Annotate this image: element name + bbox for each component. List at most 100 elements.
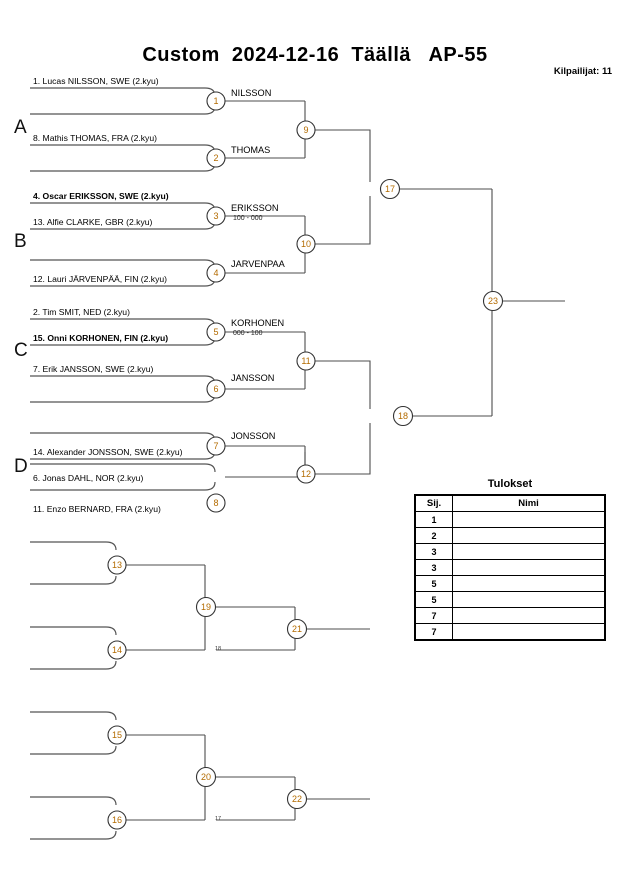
- match-number-5: 5: [213, 327, 218, 337]
- match-number-19: 19: [201, 602, 211, 612]
- results-col-place: Sij.: [414, 494, 453, 512]
- results-row[interactable]: 1: [414, 511, 606, 528]
- match-node-8: 8: [206, 493, 226, 513]
- match-score: 000 - 100: [233, 330, 263, 337]
- results-name[interactable]: [452, 623, 606, 641]
- entrant-label[interactable]: 1. Lucas NILSSON, SWE (2.kyu): [33, 76, 159, 86]
- match-number-15: 15: [112, 730, 122, 740]
- match-node-6: 6: [206, 379, 226, 399]
- match-node-21: 21: [286, 618, 308, 640]
- match-node-11: 11: [296, 351, 316, 371]
- match-node-4: 4: [206, 263, 226, 283]
- winner-label: ERIKSSON: [231, 203, 279, 213]
- match-node-18: 18: [392, 405, 414, 427]
- match-node-14: 14: [107, 640, 127, 660]
- match-number-20: 20: [201, 772, 211, 782]
- results-place: 5: [414, 591, 453, 608]
- results-row[interactable]: 3: [414, 543, 606, 560]
- match-number-6: 6: [213, 384, 218, 394]
- winner-label: KORHONEN: [231, 318, 285, 328]
- winner-label: JARVENPAA: [231, 259, 285, 269]
- match-number-11: 11: [301, 356, 310, 366]
- entrant-label[interactable]: 12. Lauri JÄRVENPÄÄ, FIN (2.kyu): [33, 274, 168, 284]
- match-number-1: 1: [213, 96, 218, 106]
- entrant-label[interactable]: 4. Oscar ERIKSSON, SWE (2.kyu): [33, 191, 169, 201]
- entrant-label[interactable]: 2. Tim SMIT, NED (2.kyu): [33, 307, 130, 317]
- results-row[interactable]: 5: [414, 575, 606, 592]
- entrant-label[interactable]: 13. Alfie CLARKE, GBR (2.kyu): [33, 217, 153, 227]
- results-name[interactable]: [452, 607, 606, 624]
- results-place: 3: [414, 559, 453, 576]
- repechage-feed-label-lower: 17: [215, 816, 222, 822]
- match-node-7: 7: [206, 436, 226, 456]
- entrant-label[interactable]: 15. Onni KORHONEN, FIN (2.kyu): [33, 333, 169, 343]
- match-node-13: 13: [107, 555, 127, 575]
- match-node-2: 2: [206, 148, 226, 168]
- results-place: 1: [414, 511, 453, 528]
- match-number-8: 8: [213, 498, 218, 508]
- results-row[interactable]: 7: [414, 623, 606, 641]
- match-number-23: 23: [488, 296, 498, 306]
- entrant-label[interactable]: 8. Mathis THOMAS, FRA (2.kyu): [33, 133, 158, 143]
- repechage-feed-label-upper: 18: [215, 646, 222, 652]
- match-node-16: 16: [107, 810, 127, 830]
- match-number-21: 21: [292, 624, 302, 634]
- match-number-7: 7: [213, 441, 218, 451]
- match-node-15: 15: [107, 725, 127, 745]
- entrant-label[interactable]: 6. Jonas DAHL, NOR (2.kyu): [33, 473, 144, 483]
- results-name[interactable]: [452, 527, 606, 544]
- match-number-22: 22: [292, 794, 302, 804]
- results-place: 7: [414, 607, 453, 624]
- match-number-17: 17: [385, 184, 395, 194]
- entrant-label[interactable]: 11. Enzo BERNARD, FRA (2.kyu): [33, 504, 161, 514]
- match-node-9: 9: [296, 120, 316, 140]
- results-row[interactable]: 7: [414, 607, 606, 624]
- results-place: 7: [414, 623, 453, 641]
- results-row[interactable]: 5: [414, 591, 606, 608]
- results-place: 3: [414, 543, 453, 560]
- group-label-d: D: [14, 456, 28, 477]
- match-node-1: 1: [206, 91, 226, 111]
- results-place: 5: [414, 575, 453, 592]
- results-name[interactable]: [452, 575, 606, 592]
- match-number-4: 4: [213, 268, 218, 278]
- match-number-12: 12: [301, 469, 311, 479]
- winner-label: JONSSON: [231, 431, 276, 441]
- match-number-3: 3: [213, 211, 218, 221]
- match-node-19: 19: [195, 596, 217, 618]
- results-name[interactable]: [452, 559, 606, 576]
- match-node-20: 20: [195, 766, 217, 788]
- match-number-2: 2: [213, 153, 218, 163]
- match-node-12: 12: [296, 464, 316, 484]
- results-place: 2: [414, 527, 453, 544]
- group-label-a: A: [14, 117, 27, 138]
- match-node-17: 17: [379, 178, 401, 200]
- group-label-b: B: [14, 231, 27, 252]
- match-node-5: 5: [206, 322, 226, 342]
- match-number-10: 10: [301, 239, 311, 249]
- results-col-name: Nimi: [452, 494, 606, 512]
- match-node-10: 10: [296, 234, 316, 254]
- match-node-23: 23: [482, 290, 504, 312]
- match-number-13: 13: [112, 560, 122, 570]
- page-title: Custom 2024-12-16 Täällä AP-55: [142, 44, 488, 66]
- results-name[interactable]: [452, 591, 606, 608]
- winner-label: NILSSON: [231, 88, 272, 98]
- match-node-22: 22: [286, 788, 308, 810]
- results-title: Tulokset: [487, 478, 533, 490]
- match-number-14: 14: [112, 645, 122, 655]
- match-score: 100 - 000: [233, 215, 263, 222]
- entrant-label[interactable]: 14. Alexander JONSSON, SWE (2.kyu): [33, 447, 183, 457]
- results-header-row: Sij. Nimi: [414, 494, 606, 512]
- results-name[interactable]: [452, 543, 606, 560]
- results-name[interactable]: [452, 511, 606, 528]
- match-number-18: 18: [398, 411, 408, 421]
- group-label-c: C: [14, 340, 28, 361]
- results-row[interactable]: 3: [414, 559, 606, 576]
- results-row[interactable]: 2: [414, 527, 606, 544]
- entrant-label[interactable]: 7. Erik JANSSON, SWE (2.kyu): [33, 364, 154, 374]
- winner-label: THOMAS: [231, 145, 271, 155]
